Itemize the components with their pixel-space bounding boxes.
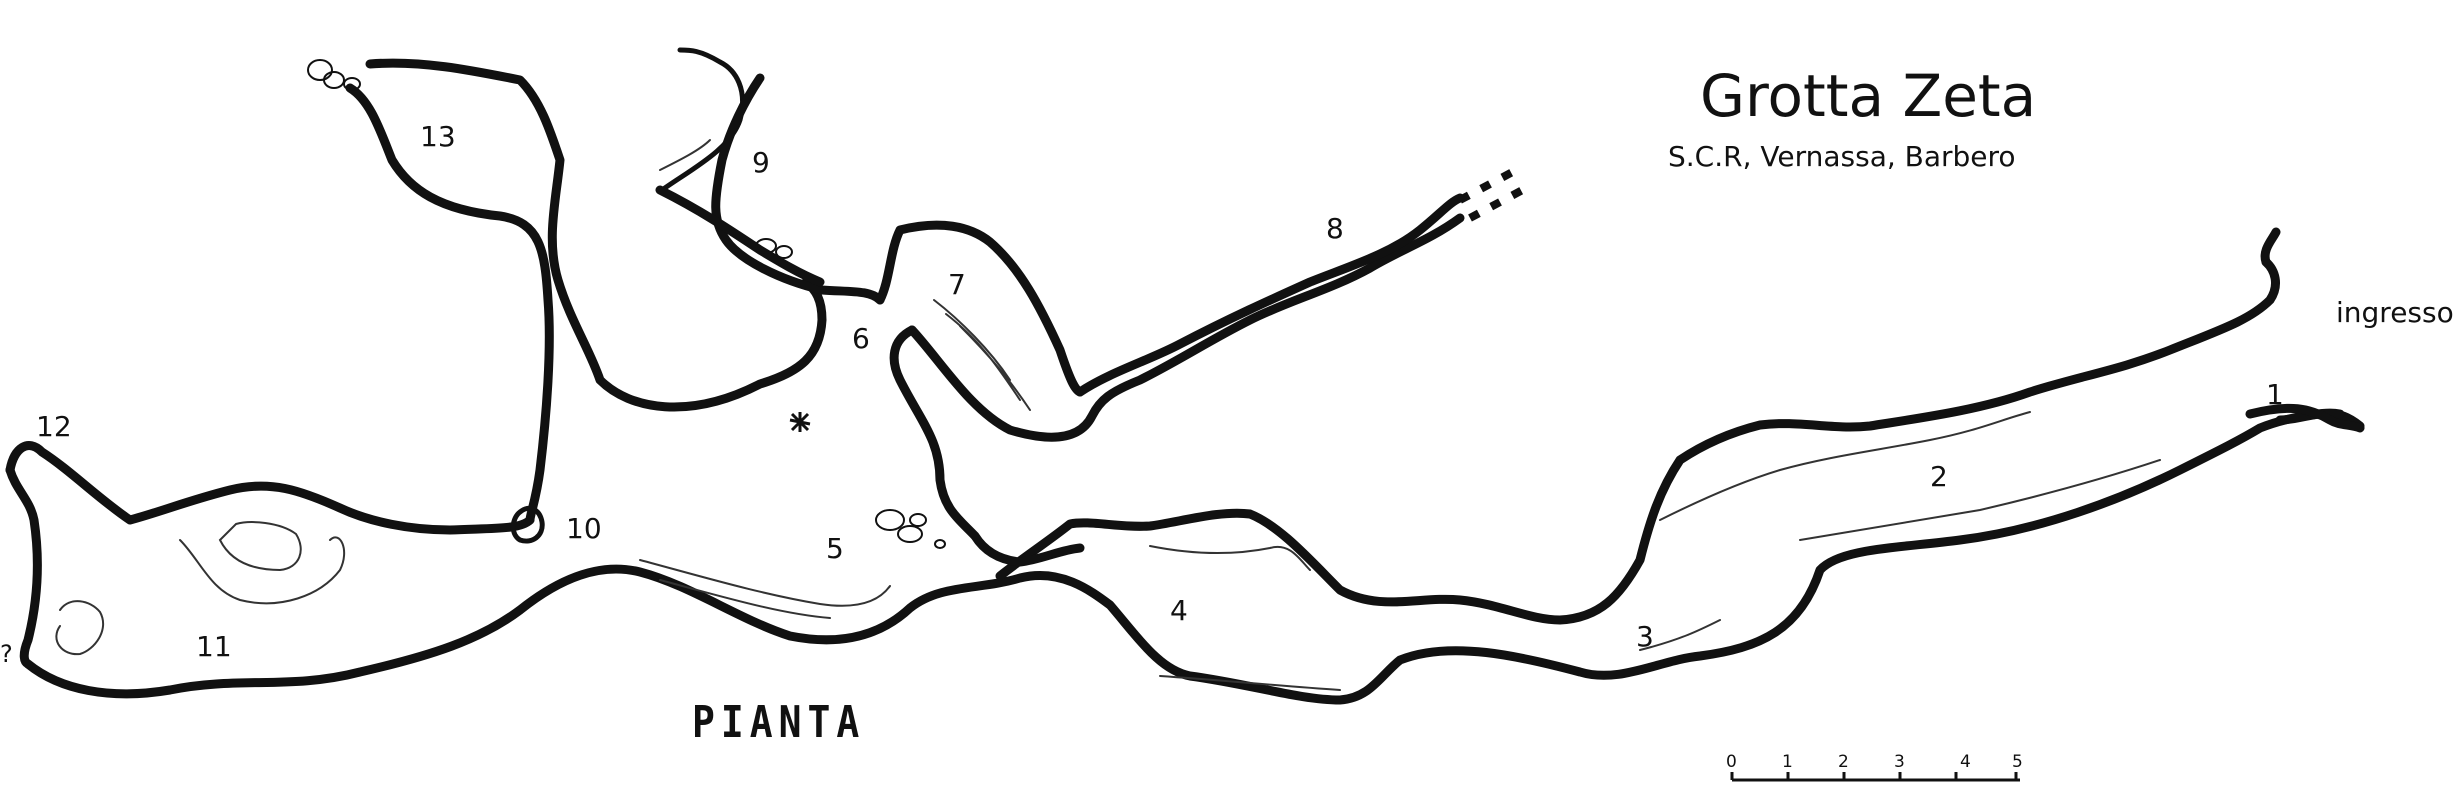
cave-wall-entrance-south — [2245, 403, 2365, 433]
cave-wall-6-east — [875, 220, 1085, 397]
scale-tick-4: 4 — [1960, 752, 1971, 772]
contour-11 — [179, 521, 346, 605]
station-10-label: 10 — [566, 512, 602, 545]
station-6-label: 6 — [852, 322, 870, 355]
cave-wall-north — [995, 257, 2280, 625]
station-2-label: 2 — [1930, 460, 1948, 493]
station-13-label: 13 — [420, 120, 456, 153]
contour-4 — [1149, 545, 1311, 571]
contour-7 — [933, 299, 1031, 411]
map-authors: S.C.R, Vernassa, Barbero — [1668, 140, 2016, 173]
unknown-continuation-mark: ? — [0, 640, 13, 668]
station-9-label: 9 — [752, 146, 770, 179]
station-4-label: 4 — [1170, 594, 1188, 627]
map-title: Grotta Zeta — [1700, 62, 2037, 130]
boulders-5 — [875, 509, 946, 549]
station-5-label: 5 — [826, 532, 844, 565]
station-12-label: 12 — [36, 410, 72, 443]
cave-wall-13-west — [345, 83, 554, 525]
scale-tick-5: 5 — [2012, 752, 2023, 772]
station-3-label: 3 — [1636, 620, 1654, 653]
scale-tick-2: 2 — [1838, 752, 1849, 772]
boulders-9 — [755, 238, 793, 259]
cave-wall-9-south — [655, 185, 825, 287]
cave-wall-7 — [907, 213, 1465, 442]
scale-tick-1: 1 — [1782, 752, 1793, 772]
contour-4-south — [1159, 675, 1341, 691]
cave-wall-8-continuation — [1458, 164, 1532, 222]
scale-tick-0: 0 — [1726, 752, 1737, 772]
contour-9 — [659, 139, 711, 171]
contour-5 — [639, 559, 891, 619]
contour-3-2 — [1639, 411, 2161, 651]
boulders-13 — [307, 59, 361, 91]
cave-wall-west-outer — [5, 465, 42, 669]
cave-wall-south — [23, 409, 2365, 705]
cave-wall-9-outer — [659, 47, 746, 193]
scale-bar — [1730, 772, 2020, 782]
station-7-label: 7 — [948, 268, 966, 301]
station-1-label: 1 — [2266, 378, 2284, 411]
scale-tick-3: 3 — [1894, 752, 1905, 772]
cave-wall-west-north — [5, 441, 535, 535]
contour-11-west — [55, 600, 105, 656]
cave-wall-6-west — [889, 325, 1085, 567]
entrance-label: ingresso — [2336, 296, 2454, 329]
cave-wall-13-east — [365, 58, 827, 412]
station-11-label: 11 — [196, 630, 232, 663]
cave-wall-entrance — [2260, 227, 2281, 267]
station-8-label: 8 — [1326, 212, 1344, 245]
star-marker — [789, 412, 811, 432]
cave-wall-8 — [1075, 193, 1465, 397]
cave-wall-9-east — [711, 73, 885, 305]
plan-label: PIANTA — [692, 696, 866, 748]
